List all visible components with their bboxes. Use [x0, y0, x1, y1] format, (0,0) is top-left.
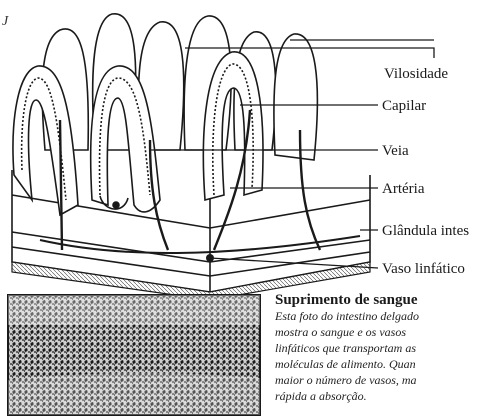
caption-line: moléculas de alimento. Quan [275, 356, 496, 372]
micrograph-photo [8, 295, 260, 415]
caption-line: Esta foto do intestino delgado [275, 308, 496, 324]
villus-back-6 [274, 34, 318, 160]
caption-title: Suprimento de sangue [275, 292, 418, 309]
caption-line: linfáticos que transportam as [275, 340, 496, 356]
label-arteria: Artéria [382, 181, 425, 197]
villi-group [42, 14, 317, 160]
caption-line: rápida a absorção. [275, 388, 496, 404]
label-veia: Veia [382, 143, 409, 159]
caption-body: Esta foto do intestino delgado mostra o … [275, 308, 496, 404]
caption-line: mostra o sangue e os vasos [275, 324, 496, 340]
label-vilosidade: Vilosidade [384, 66, 448, 82]
caption-line: maior o número de vasos, ma [275, 372, 496, 388]
label-capilar: Capilar [382, 98, 426, 114]
label-vaso-linfatico: Vaso linfático [382, 261, 465, 277]
label-glandula: Glândula intes [382, 223, 469, 239]
